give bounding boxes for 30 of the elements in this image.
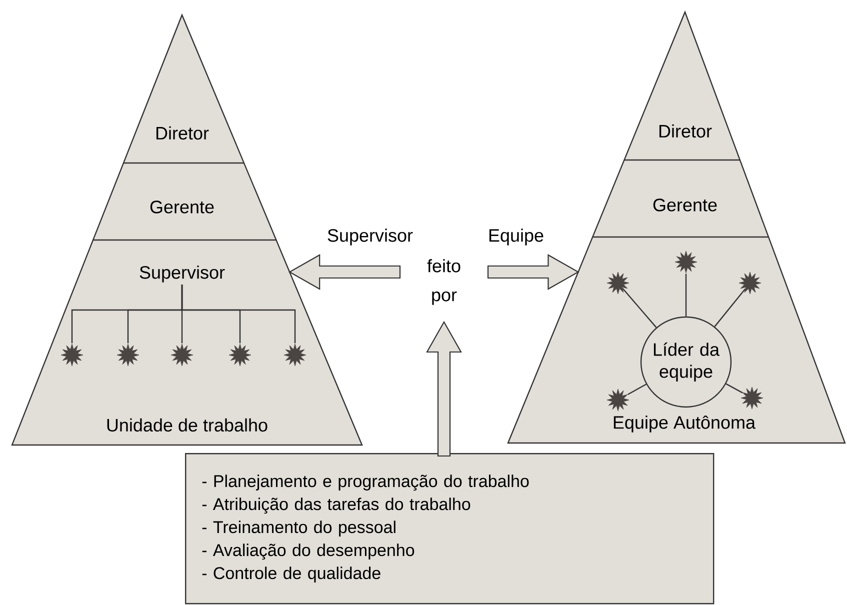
star-icon	[606, 272, 630, 294]
star-icon	[674, 250, 698, 274]
level-label: Unidade de trabalho	[107, 418, 268, 432]
level-label: Supervisor	[140, 266, 225, 282]
connector-line	[627, 384, 646, 396]
connector-line	[726, 383, 743, 394]
text-box: - Planejamento e programação do trabalho - Atribuição das tarefas do trabalho - Treinamento do pessoal - Avaliação do desempenho - Controle de qualidade	[185, 453, 714, 604]
star-icon	[170, 344, 194, 366]
level-label: Diretor	[156, 126, 209, 140]
edge-label: Equipe	[486, 228, 546, 246]
connector-line	[181, 284, 296, 344]
edge-label: Supervisor	[326, 228, 414, 246]
level-label: Gerente	[150, 200, 214, 214]
connector-line	[685, 274, 687, 316]
level-label: feito por	[427, 259, 460, 305]
level-label: Equipe Autônoma	[614, 416, 756, 432]
block-arrow	[426, 320, 462, 457]
star-icon	[60, 344, 84, 366]
block-arrow	[288, 254, 401, 290]
star-icon	[284, 344, 306, 366]
star-icon	[606, 388, 630, 412]
star-icon	[740, 386, 764, 410]
star-icon	[116, 344, 140, 366]
level-label: Diretor	[659, 124, 712, 138]
star-icon	[738, 272, 762, 294]
block-arrow	[487, 254, 580, 290]
star-icon	[228, 344, 252, 366]
connector-line	[714, 288, 746, 327]
level-label: Gerente	[653, 198, 717, 212]
connector-line	[622, 288, 657, 328]
